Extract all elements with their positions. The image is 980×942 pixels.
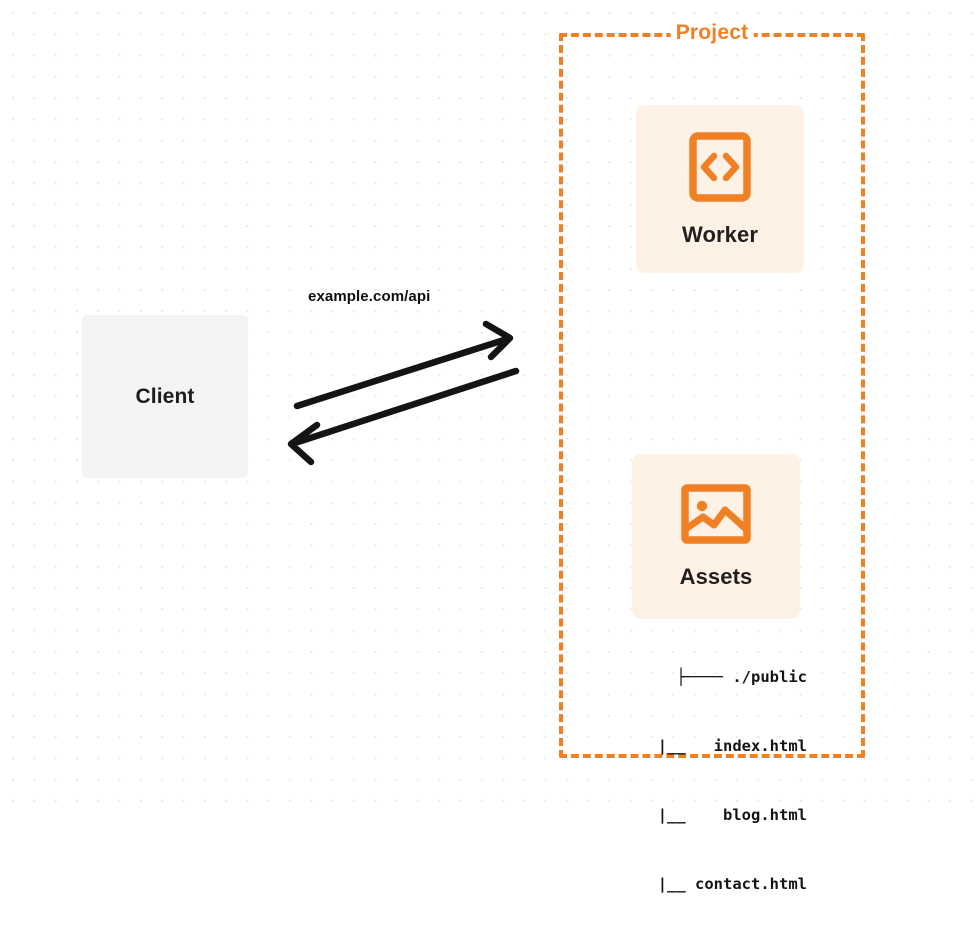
image-picture-icon bbox=[681, 484, 751, 549]
asset-file-tree: ├──── ./public |__ index.html |__ blog.h… bbox=[563, 620, 807, 942]
client-node[interactable]: Client bbox=[82, 315, 248, 478]
response-arrow bbox=[287, 367, 520, 466]
connection-label: example.com/api bbox=[308, 288, 431, 305]
assets-card-label: Assets bbox=[679, 564, 753, 589]
client-node-label: Client bbox=[135, 384, 195, 408]
file-tree-row: |__ index.html bbox=[657, 737, 807, 755]
project-boundary: Project Worker Assets bbox=[559, 20, 865, 893]
worker-service-card[interactable]: Worker bbox=[636, 105, 804, 273]
file-tree-row: |__ blog.html bbox=[657, 806, 807, 824]
project-title: Project bbox=[670, 20, 754, 46]
diagram-canvas: Client example.com/api Project bbox=[0, 0, 980, 893]
code-brackets-icon bbox=[689, 131, 751, 207]
request-arrow bbox=[293, 320, 514, 410]
file-tree-row: |__ contact.html bbox=[657, 875, 807, 893]
file-tree-row: ├──── ./public bbox=[676, 668, 807, 686]
worker-card-label: Worker bbox=[682, 221, 758, 247]
assets-service-card[interactable]: Assets bbox=[632, 454, 800, 619]
